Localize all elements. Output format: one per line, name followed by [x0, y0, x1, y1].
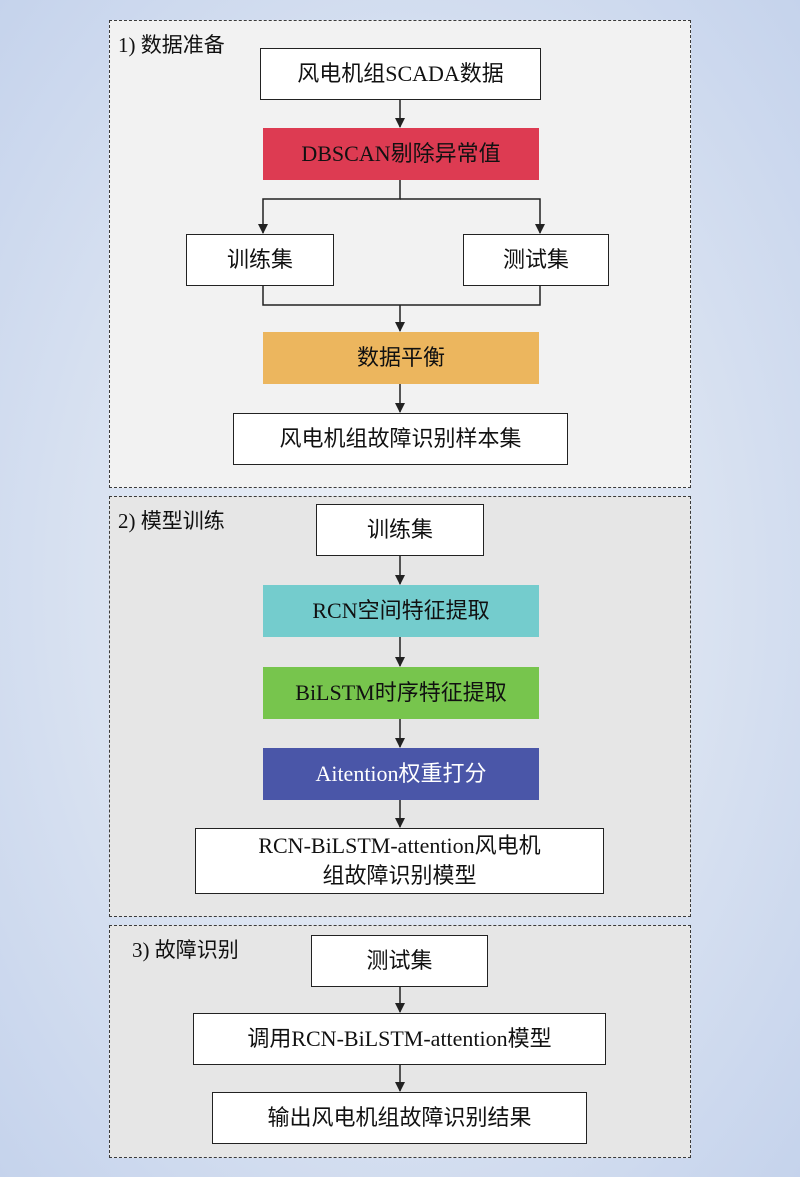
- test-set-box-2: 测试集: [311, 935, 488, 987]
- test-set-box: 测试集: [463, 234, 609, 286]
- training-set-box-2: 训练集: [316, 504, 484, 556]
- rcn-feature-box: RCN空间特征提取: [263, 585, 539, 637]
- section3-title: 3) 故障识别: [132, 938, 239, 962]
- data-balance-box: 数据平衡: [263, 332, 539, 384]
- dbscan-outlier-box: DBSCAN剔除异常值: [263, 128, 539, 180]
- section1-title: 1) 数据准备: [118, 33, 225, 57]
- training-set-box: 训练集: [186, 234, 334, 286]
- attention-weight-box: Aitention权重打分: [263, 748, 539, 800]
- arrow-dbscan-to-test: [400, 198, 545, 234]
- bilstm-feature-box: BiLSTM时序特征提取: [263, 667, 539, 719]
- invoke-model-box: 调用RCN-BiLSTM-attention模型: [193, 1013, 606, 1065]
- fault-sample-set-box: 风电机组故障识别样本集: [233, 413, 568, 465]
- section2-title: 2) 模型训练: [118, 509, 225, 533]
- model-box-line1: RCN-BiLSTM-attention风电机: [258, 833, 541, 858]
- scada-data-box: 风电机组SCADA数据: [260, 48, 541, 100]
- model-box-line2: 组故障识别模型: [322, 863, 477, 888]
- arrow-dbscan-to-train: [258, 180, 401, 234]
- connector-merge-sets: [262, 286, 541, 306]
- output-result-box: 输出风电机组故障识别结果: [212, 1092, 587, 1144]
- model-box: RCN-BiLSTM-attention风电机 组故障识别模型: [195, 828, 604, 894]
